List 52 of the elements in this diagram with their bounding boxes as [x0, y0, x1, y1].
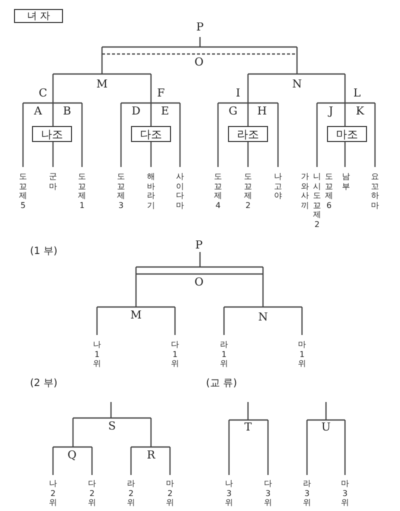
- team-name: 도꾜제3: [116, 172, 126, 210]
- bracket-letter: R: [146, 450, 156, 460]
- team-name: 도꾜제6: [324, 172, 334, 210]
- bracket-letter: I: [236, 88, 240, 98]
- bracket-letter: S: [108, 420, 116, 432]
- team-name: 도꾜제4: [213, 172, 223, 210]
- team-name: 요꼬하마: [370, 172, 380, 210]
- team-name: 나고야: [273, 172, 283, 200]
- bracket-letter: O: [194, 276, 204, 288]
- bracket-letter: E: [160, 106, 170, 116]
- section-heading: (1 부): [30, 247, 58, 257]
- team-name: 도꾜제1: [77, 172, 87, 210]
- bracket-letter: T: [244, 422, 252, 432]
- team-name: 라3위: [302, 479, 312, 508]
- team-name: 군마: [48, 172, 58, 191]
- bracket-letter: D: [132, 106, 140, 116]
- bracket-letter: N: [258, 312, 268, 322]
- bracket-letter: M: [96, 78, 108, 90]
- team-name: 다2위: [87, 479, 97, 508]
- team-name: 마2위: [165, 479, 175, 508]
- section-heading: (2 부): [30, 379, 58, 389]
- team-name: 라2위: [126, 479, 136, 508]
- bracket-letter: U: [321, 422, 331, 432]
- team-name: 다3위: [263, 479, 273, 508]
- team-name: 다1위: [170, 340, 180, 368]
- bracket-letter: P: [195, 240, 203, 250]
- bracket-letter: M: [130, 310, 142, 320]
- bracket-letter: P: [196, 22, 204, 32]
- team-name: 마3위: [340, 479, 350, 508]
- bracket-letter: G: [228, 106, 238, 116]
- team-name: 라1위: [219, 340, 229, 368]
- team-name: 도꾜제2: [243, 172, 253, 210]
- bracket-letter: A: [34, 106, 42, 116]
- section-heading: (교 류): [206, 379, 237, 389]
- bracket-letter: C: [38, 88, 48, 98]
- team-name: 도꾜제5: [18, 172, 28, 210]
- team-name: 가와사끼: [300, 172, 310, 210]
- team-name: 나2위: [48, 479, 58, 508]
- bracket-letter: L: [353, 88, 361, 98]
- bracket-letter: Q: [67, 450, 77, 460]
- bracket-letter: N: [292, 78, 302, 90]
- team-name: 나3위: [224, 479, 234, 508]
- team-name: 사이다마: [175, 172, 185, 210]
- bracket-letter: K: [356, 106, 364, 116]
- team-name: 니시도꾜제2: [312, 172, 322, 229]
- team-name: 나1위: [92, 340, 102, 368]
- bracket-letter: O: [194, 56, 204, 68]
- bracket-letter: H: [257, 106, 267, 116]
- bracket-letter: B: [62, 106, 72, 116]
- bracket-letter: F: [157, 88, 165, 98]
- team-name: 마1위: [297, 340, 307, 368]
- team-name: 남부: [341, 172, 351, 191]
